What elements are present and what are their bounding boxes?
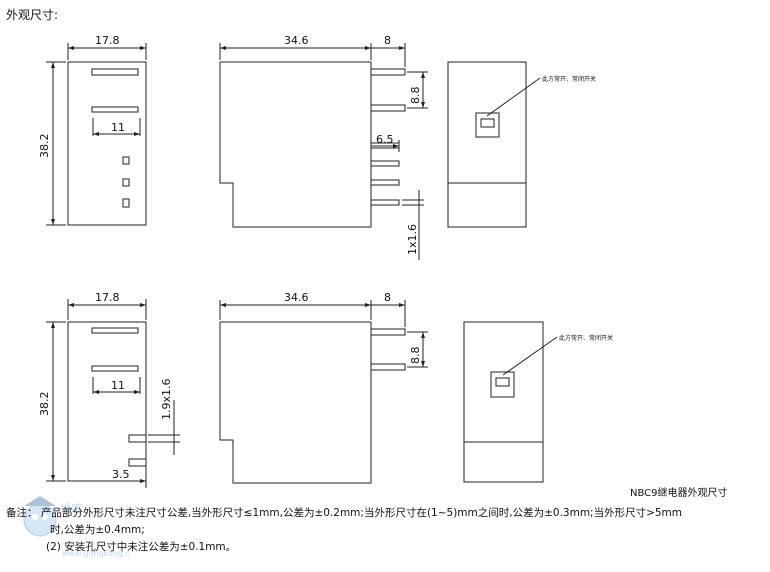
dim-height-bottom: 38.2 bbox=[38, 392, 51, 417]
dim-pin-offset-top: 6.5 bbox=[376, 133, 394, 146]
end-view-bottom bbox=[463, 321, 558, 483]
callout-bottom: 此方常开、常闭开关 bbox=[559, 334, 613, 342]
dim-length-bottom: 34.6 bbox=[284, 291, 309, 304]
watermark-cn: 维库 bbox=[60, 502, 82, 515]
notes-label: 备注 bbox=[6, 507, 27, 519]
callout-top: 此方常开、常闭开关 bbox=[542, 75, 596, 83]
front-view-top bbox=[46, 43, 147, 226]
dim-pin-length-bottom: 8 bbox=[384, 291, 391, 304]
dim-pin-length-top: 8 bbox=[384, 34, 391, 47]
side-view-top bbox=[219, 43, 428, 260]
dim-hole-spacing-bottom: 11 bbox=[111, 379, 125, 392]
dim-length-top: 34.6 bbox=[284, 34, 309, 47]
dim-pin-spacing-top: 8.8 bbox=[409, 87, 422, 105]
dim-width-bottom: 17.8 bbox=[95, 291, 120, 304]
side-view-bottom bbox=[219, 300, 428, 484]
dim-pcb-pin-section: 1.9x1.6 bbox=[160, 379, 173, 421]
dim-height-top: 38.2 bbox=[38, 134, 51, 159]
dim-pin-section-top: 1x1.6 bbox=[406, 224, 419, 255]
dim-hole-spacing-top: 11 bbox=[111, 121, 125, 134]
front-view-bottom bbox=[46, 299, 180, 488]
dim-pcb-pin-offset: 3.5 bbox=[112, 468, 130, 481]
drawing-caption: NBC9继电器外观尺寸 bbox=[630, 486, 728, 499]
notes-line3: (2) 安装孔尺寸中未注公差为±0.1mm。 bbox=[46, 541, 237, 553]
watermark-logo: 维库 www.gongkong.com bbox=[23, 496, 130, 558]
watermark-text: www.gongkong.com bbox=[62, 549, 130, 558]
notes-line1: 备注： 产品部分外形尺寸未注尺寸公差,当外形尺寸≤1mm,公差为±0.2mm;当… bbox=[6, 507, 683, 519]
notes: 备注： 产品部分外形尺寸未注尺寸公差,当外形尺寸≤1mm,公差为±0.2mm;当… bbox=[6, 505, 682, 556]
dim-width-top: 17.8 bbox=[95, 34, 120, 47]
end-view-top bbox=[447, 61, 541, 228]
page-title: 外观尺寸: bbox=[6, 8, 59, 22]
dim-pin-spacing-bottom: 8.8 bbox=[409, 347, 422, 365]
notes-line2: 时,公差为±0.4mm; bbox=[50, 524, 145, 536]
